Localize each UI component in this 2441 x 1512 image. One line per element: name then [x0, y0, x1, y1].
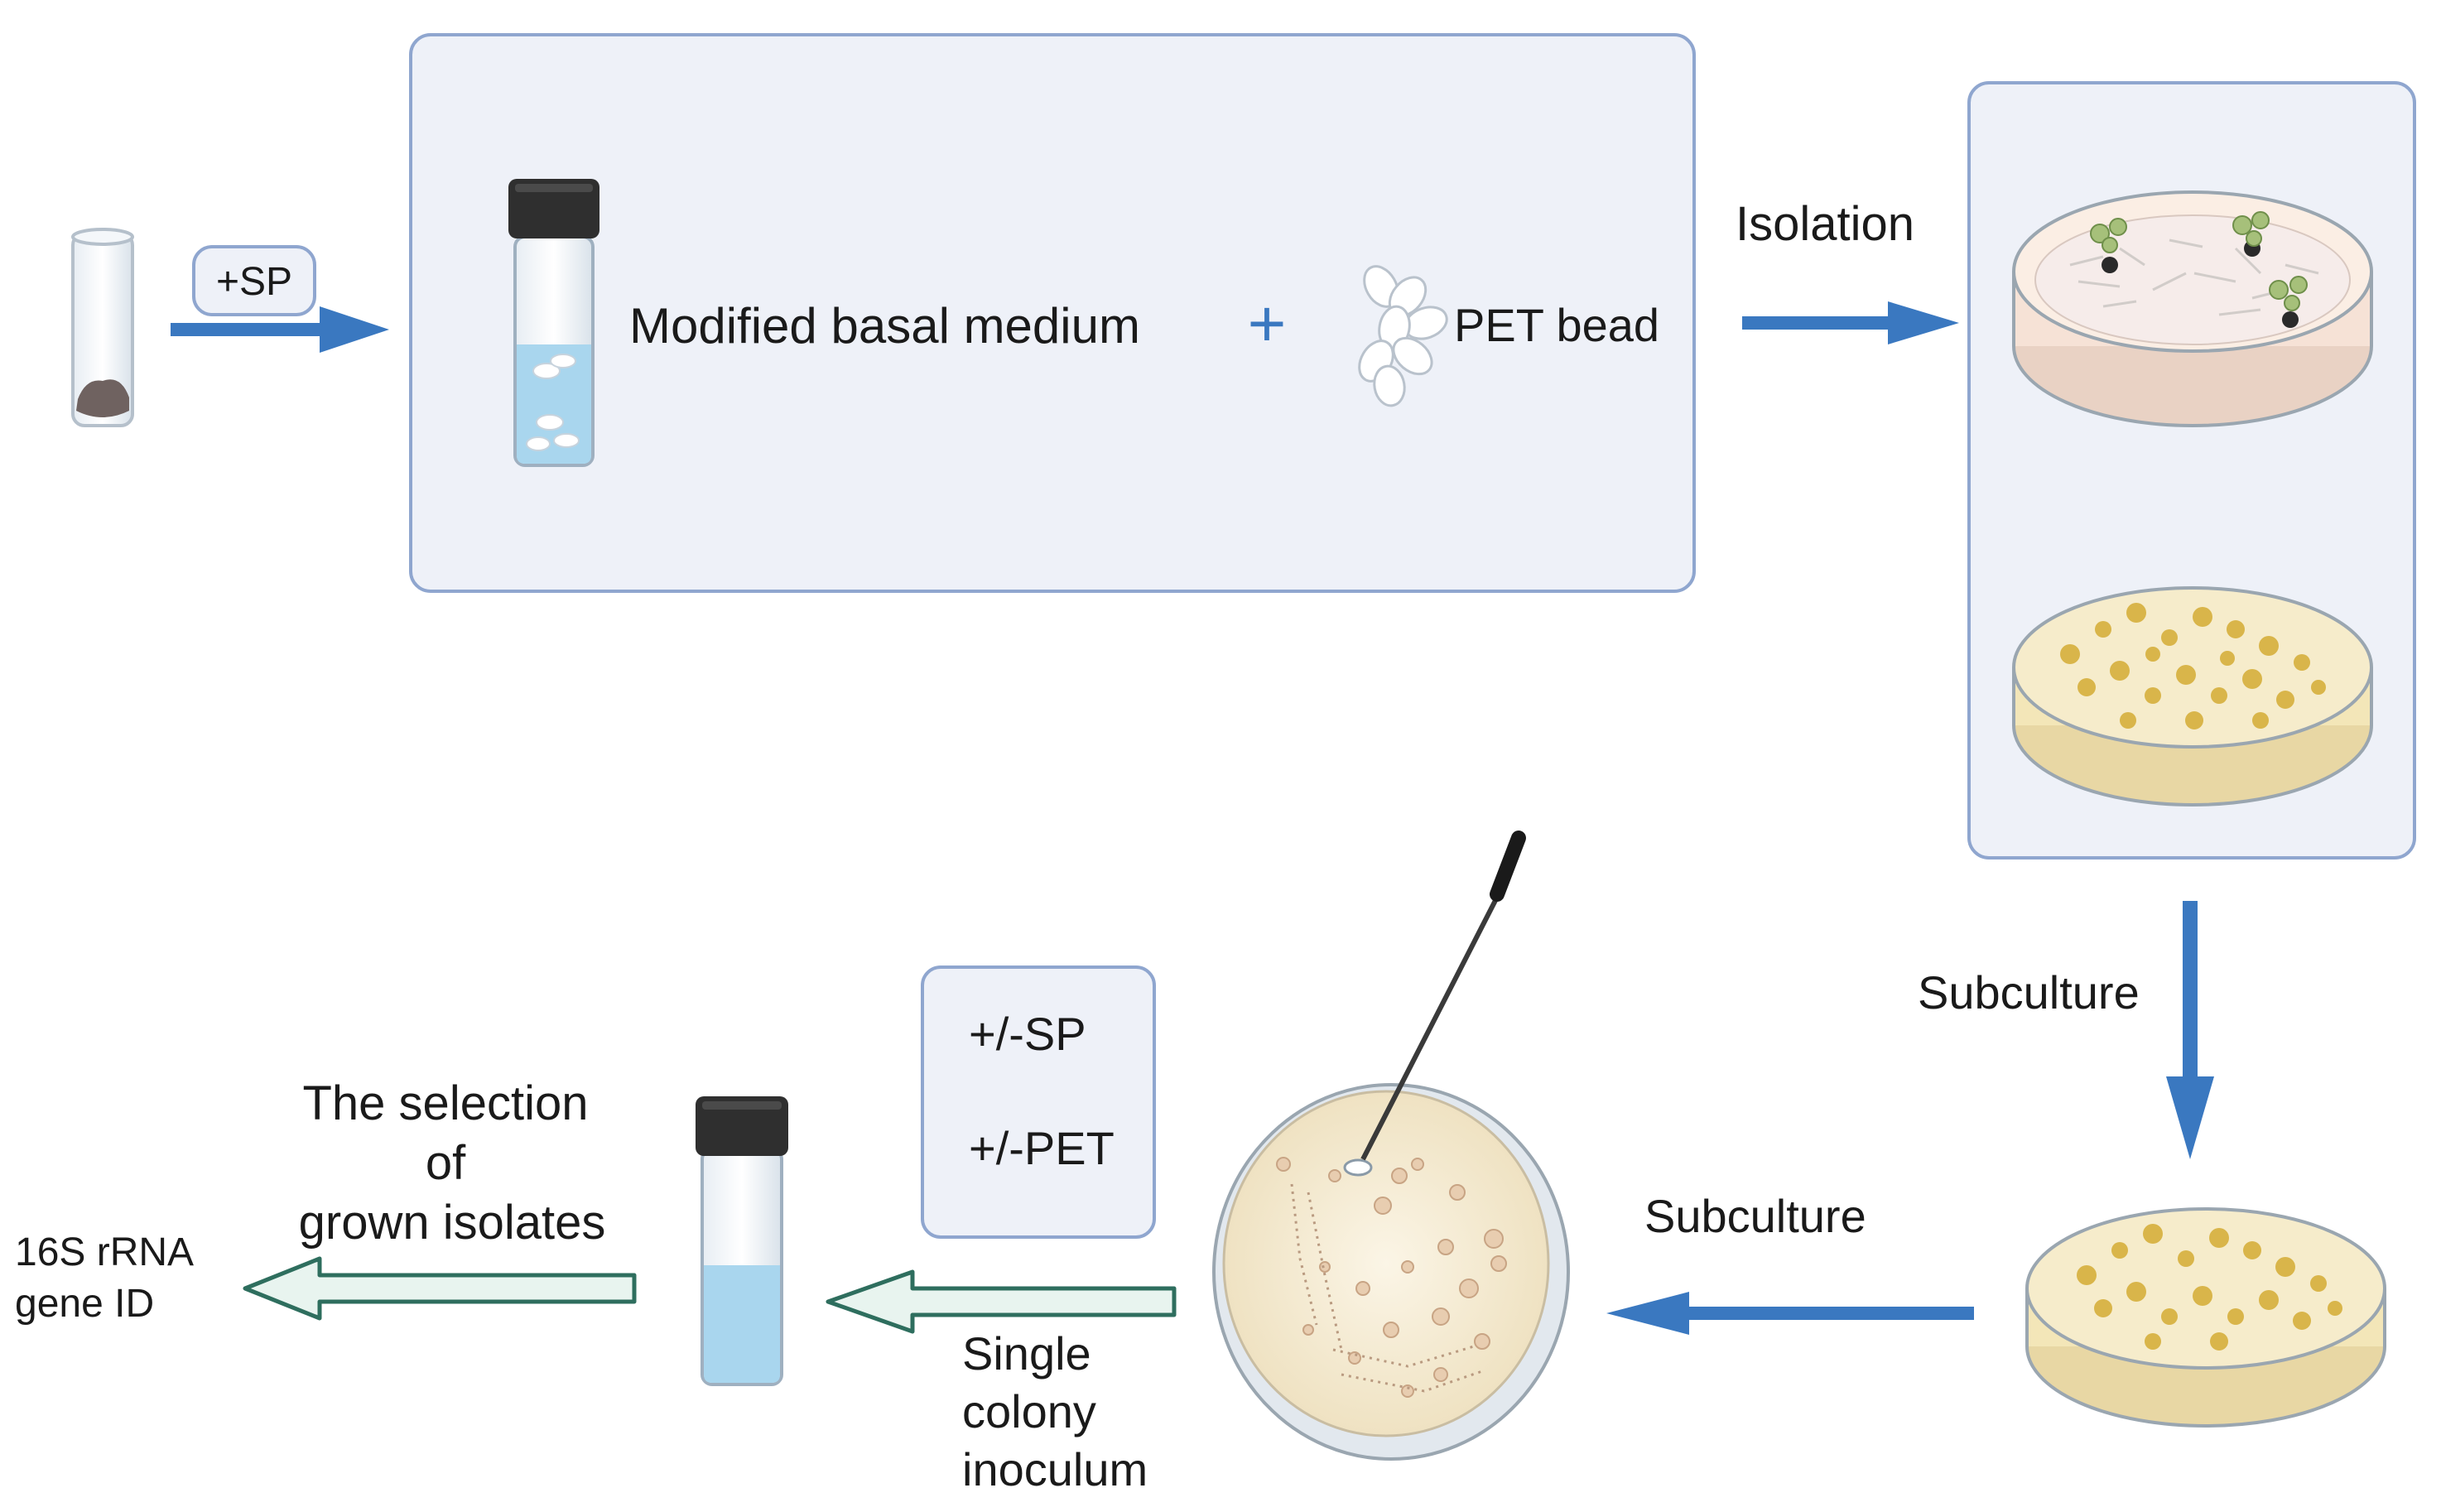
medium-label: Modified basal medium	[629, 298, 1140, 354]
inoculum-label-line2: colony	[962, 1385, 1096, 1437]
subculture-label-2: Subculture	[1644, 1190, 1866, 1242]
inoculum-label-line1: Single	[962, 1327, 1091, 1380]
vial-icon	[508, 179, 599, 467]
sp-option-label: +/-SP	[969, 1008, 1086, 1060]
selection-label-line1: The selection	[303, 1076, 589, 1130]
arrow-subculture-down	[2166, 901, 2214, 1159]
pet-option-label: +/-PET	[969, 1122, 1115, 1174]
arrow-subculture-left	[1606, 1292, 1974, 1335]
petri-dish-fungal-icon	[2012, 190, 2373, 427]
selection-label-line3: grown isolates	[299, 1196, 606, 1250]
pet-bead-icon	[1358, 265, 1448, 407]
svg-text:+SP: +SP	[216, 260, 292, 304]
sample-tube-icon	[71, 228, 134, 427]
enrichment-panel	[409, 33, 1696, 593]
arrow-to-isolation	[1742, 301, 1959, 344]
inoculation-loop-icon	[1360, 831, 1526, 1161]
output-label-line1: 16S rRNA	[15, 1230, 194, 1274]
vial-icon	[696, 1096, 788, 1386]
pet-bead-label: PET bead	[1454, 299, 1659, 351]
isolation-label: Isolation	[1736, 197, 1914, 251]
options-panel	[921, 965, 1156, 1239]
output-label-line2: gene ID	[15, 1282, 154, 1326]
arrow-inoculum-left	[826, 1269, 1177, 1334]
streak-plate-icon	[1212, 1083, 1570, 1461]
arrow-selection-left	[243, 1256, 637, 1321]
petri-dish-colonies-icon	[2012, 586, 2373, 807]
petri-dish-colonies-icon	[2025, 1207, 2386, 1428]
subculture-label-1: Subculture	[1918, 966, 2140, 1018]
sp-tag: +SP	[192, 245, 316, 316]
inoculum-label-line3: inoculum	[962, 1443, 1148, 1495]
selection-label-line2: of	[426, 1136, 466, 1190]
arrow-to-medium	[171, 306, 389, 353]
plus-sign: +	[1248, 287, 1287, 360]
